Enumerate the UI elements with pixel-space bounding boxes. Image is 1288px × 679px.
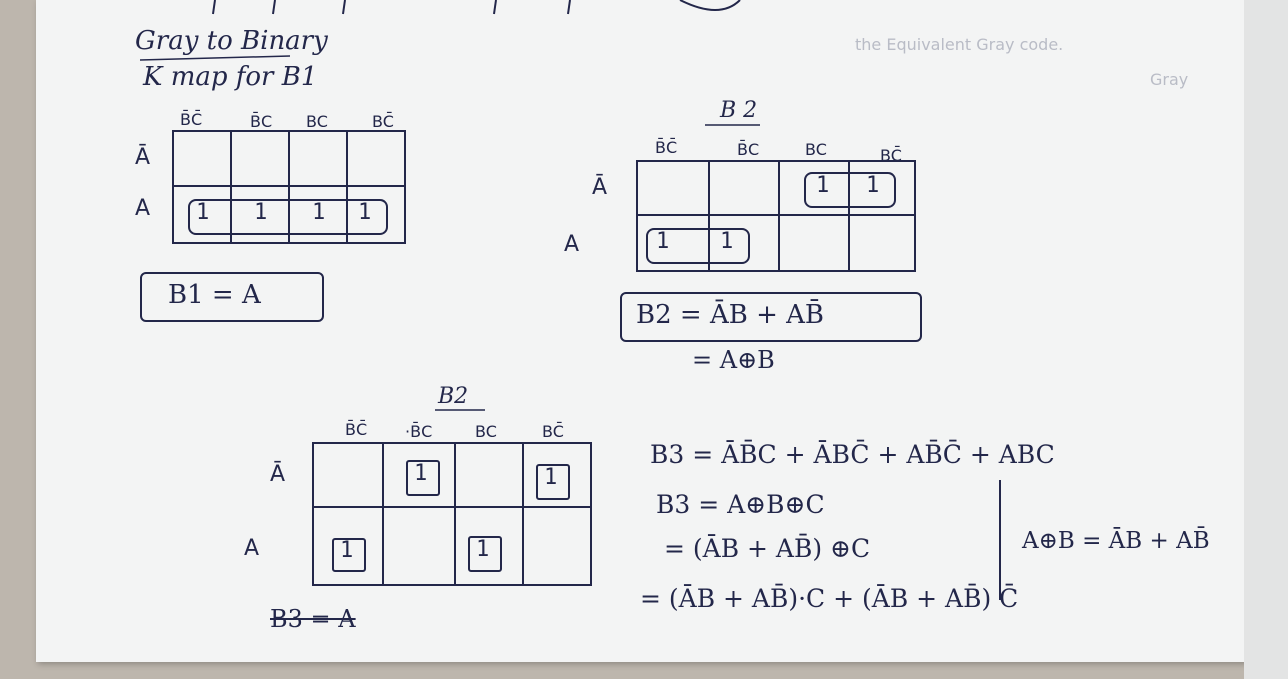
result-box <box>620 292 922 342</box>
result-b2-xor: = A⊕B <box>692 346 775 374</box>
col-label: B̄C̄ <box>655 138 678 157</box>
xor-identity-note: A⊕B = ĀB + AB̄ <box>1022 528 1210 554</box>
row-label: A <box>135 196 151 221</box>
cell-value: 1 <box>254 200 268 225</box>
cell-value: 1 <box>358 200 372 225</box>
cell-value: 1 <box>340 538 354 563</box>
cell-value: 1 <box>312 200 326 225</box>
group-loop <box>406 460 440 496</box>
cell-value: 1 <box>196 200 210 225</box>
result-box <box>140 272 324 322</box>
page-heading: Gray to Binary <box>135 26 328 56</box>
equation-line: = (ĀB + AB̄)·C + (ĀB + AB̄) C̄ <box>640 584 1019 613</box>
equation-line: B3 = ĀB̄C + ĀBC̄ + AB̄C̄ + ABC <box>650 440 1055 469</box>
result-b1: B1 = A <box>168 280 261 310</box>
result-b2: B2 = ĀB + AB̄ <box>636 300 825 330</box>
kmap-grid: 1 1 1 1 <box>636 160 916 272</box>
row-label: A <box>564 232 580 257</box>
col-label: B̄C <box>250 112 273 131</box>
row-label: Ā <box>135 145 151 170</box>
group-loop <box>646 228 750 264</box>
row-label: Ā <box>592 175 608 200</box>
group-loop <box>188 199 388 235</box>
equation-line: = (ĀB + AB̄) ⊕C <box>664 534 871 563</box>
col-label: BC̄ <box>542 422 564 441</box>
group-loop <box>804 172 896 208</box>
col-label: ·B̄C <box>405 422 433 441</box>
notebook-page <box>36 0 1246 662</box>
col-label: BC <box>475 422 497 441</box>
cell-value: 1 <box>544 465 558 490</box>
struck-result-b3: B3 = A <box>270 605 356 633</box>
cell-value: 1 <box>414 461 428 486</box>
col-label: BC <box>306 112 328 131</box>
cell-value: 1 <box>866 173 880 198</box>
row-label: Ā <box>270 462 286 487</box>
cell-value: 1 <box>476 537 490 562</box>
kmap-title: B 2 <box>720 98 758 123</box>
col-label: BC̄ <box>372 112 394 131</box>
kmap-b1-heading: K map for B1 <box>143 62 318 92</box>
cell-value: 1 <box>720 229 734 254</box>
cell-value: 1 <box>816 173 830 198</box>
group-loop <box>468 536 502 572</box>
group-loop <box>332 538 366 572</box>
group-loop <box>536 464 570 500</box>
kmap-grid: 1 1 1 1 <box>172 130 406 244</box>
equation-line: B3 = A⊕B⊕C <box>656 490 825 519</box>
row-label: A <box>244 536 260 561</box>
kmap-title: B2 <box>438 384 469 409</box>
cell-value: 1 <box>656 229 670 254</box>
col-label: BC <box>805 140 827 159</box>
col-label: B̄C̄ <box>180 110 203 129</box>
next-page-edge <box>1244 0 1288 679</box>
kmap-grid: 1 1 1 1 <box>312 442 592 586</box>
col-label: B̄C <box>737 140 760 159</box>
col-label: B̄C̄ <box>345 420 368 439</box>
